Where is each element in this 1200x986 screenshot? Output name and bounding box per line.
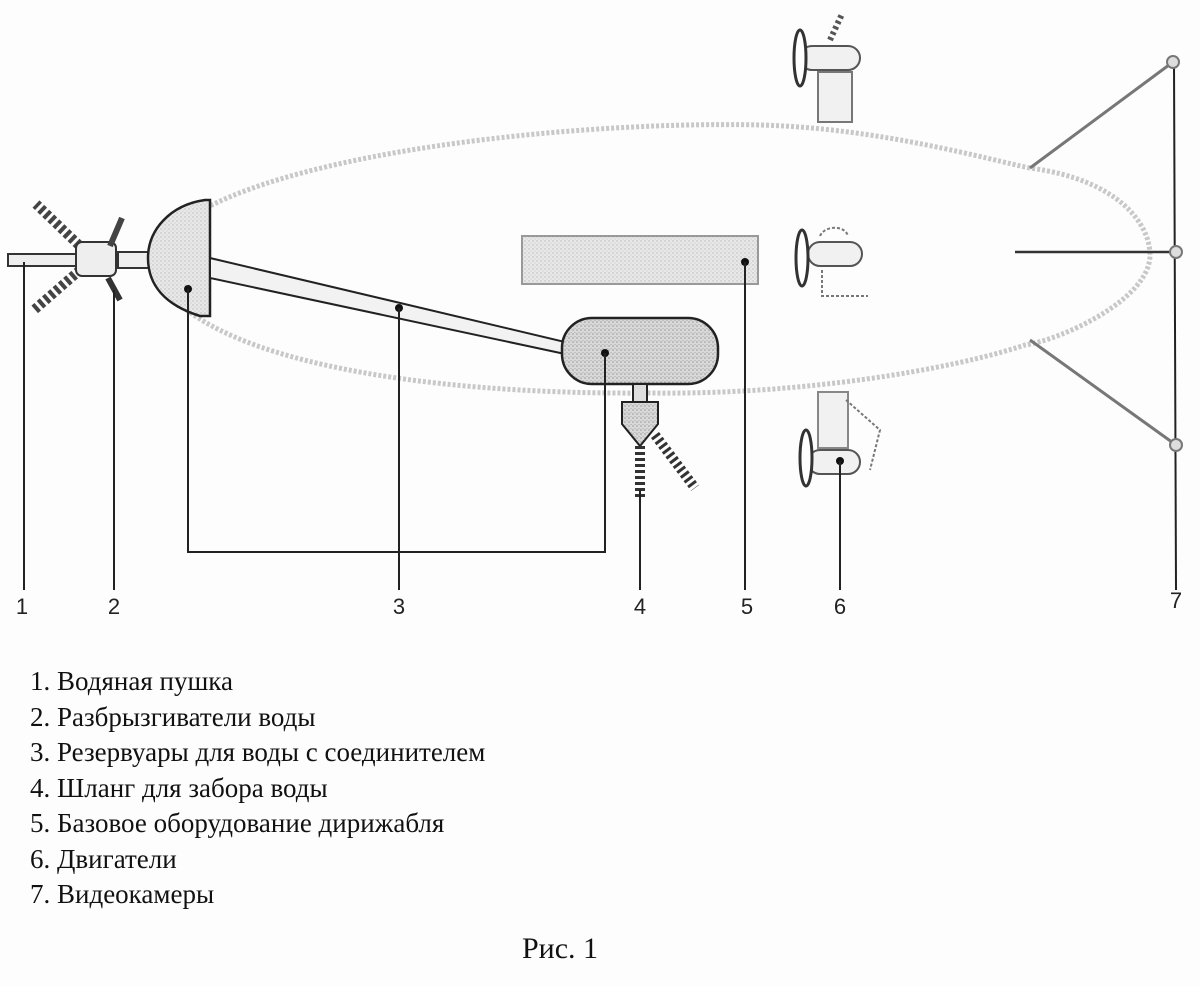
- video-camera-bottom: [1169, 438, 1183, 452]
- legend-list: 1. Водяная пушка 2. Разбрызгиватели воды…: [30, 664, 485, 913]
- airship-hull: [147, 122, 1153, 396]
- legend-item-water-reservoirs: 3. Резервуары для воды с соединителем: [30, 737, 486, 767]
- legend-item-intake-hose: 4. Шланг для забора воды: [30, 772, 328, 803]
- callout-7: 7: [1170, 588, 1182, 613]
- legend-item-video-cameras: 7. Видеокамеры: [30, 879, 215, 909]
- callout-2: 2: [108, 594, 120, 619]
- engine-middle: [794, 226, 868, 297]
- engine-top: [792, 12, 861, 123]
- callout-5: 5: [741, 594, 753, 619]
- base-airship-equipment: [521, 235, 759, 285]
- figure-caption: Рис. 1: [522, 932, 599, 965]
- callout-4: 4: [634, 594, 646, 619]
- callout-3: 3: [393, 594, 405, 619]
- engine-bottom: [798, 391, 882, 488]
- tail-camera-mount: [1015, 55, 1183, 591]
- reservoir-connector-pipe: [209, 256, 566, 356]
- callout-1: 1: [16, 594, 28, 619]
- front-water-reservoir: [146, 198, 212, 318]
- video-camera-middle: [1169, 245, 1183, 259]
- callout-6: 6: [834, 594, 846, 619]
- legend-item-water-sprinklers: 2. Разбрызгиватели воды: [30, 701, 316, 732]
- leader-lines: [23, 262, 841, 590]
- legend-item-base-equipment: 5. Базовое оборудование дирижабля: [30, 808, 445, 838]
- legend-item-engines: 6. Двигатели: [30, 843, 177, 874]
- main-water-reservoir: [560, 316, 720, 386]
- video-camera-top: [1166, 55, 1180, 69]
- legend-item-water-cannon: 1. Водяная пушка: [30, 666, 233, 696]
- airship-diagram: 1 2 3 4 5 6 7: [7, 12, 1183, 619]
- water-intake-hose: [621, 383, 699, 500]
- water-sprinkler: [30, 200, 125, 314]
